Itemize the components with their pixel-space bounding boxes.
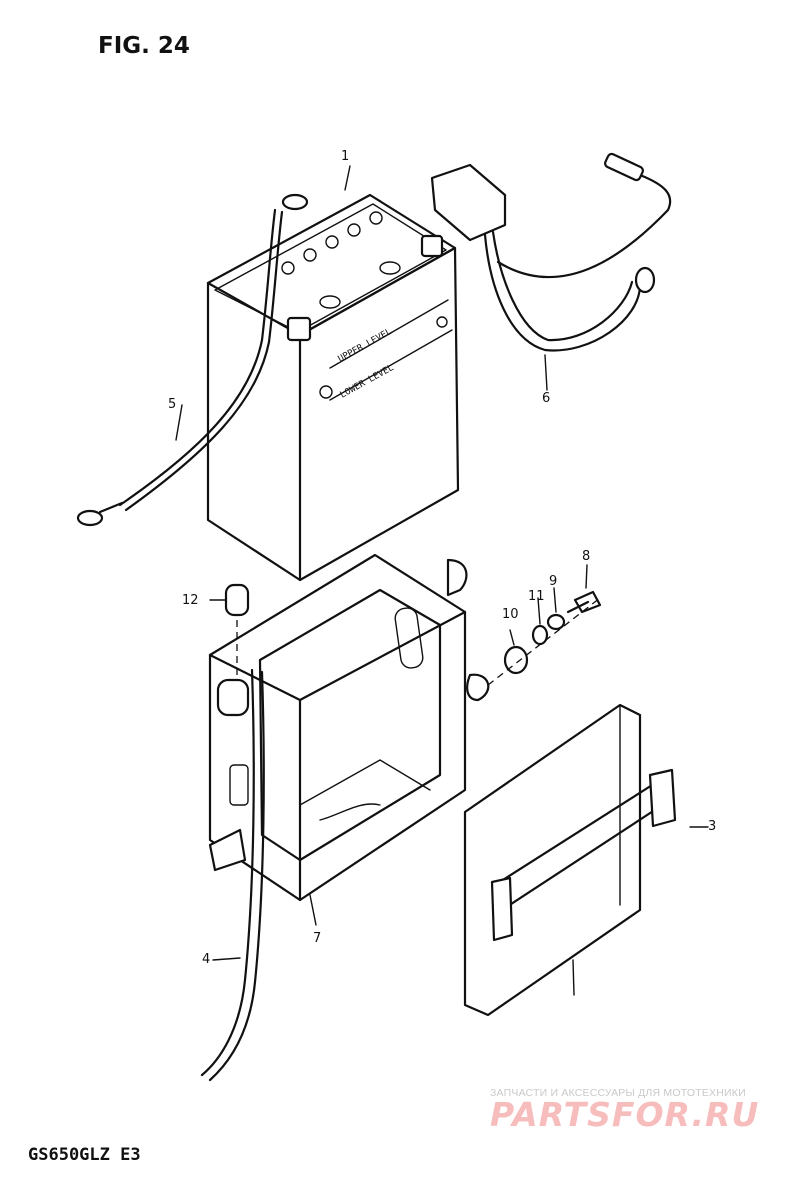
- watermark-logo: PARTSFOR.RU: [490, 1095, 760, 1134]
- callout-12: 12: [182, 593, 199, 608]
- cap-12: [216, 583, 250, 717]
- upper-level-marking: UPPER LEVEL: [337, 327, 394, 365]
- leader-lines: [175, 165, 709, 996]
- breather-hose-4: [200, 668, 265, 1082]
- watermark-tagline: ЗАПЧАСТИ И АКСЕССУАРЫ ДЛЯ МОТОТЕХНИКИ: [490, 1087, 746, 1099]
- callout-6: 6: [542, 391, 551, 406]
- callout-9: 9: [549, 574, 558, 589]
- callout-7: 7: [313, 931, 322, 946]
- lower-level-marking: LOWER LEVEL: [339, 363, 396, 401]
- figure-title: FIG. 24: [98, 33, 190, 59]
- callout-4: 4: [202, 952, 211, 967]
- callout-5: 5: [168, 397, 177, 412]
- battery-cover-3: [463, 703, 677, 1017]
- battery: UPPER LEVEL LOWER LEVEL: [206, 193, 460, 582]
- model-code: GS650GLZ E3: [28, 1145, 141, 1165]
- mounting-hardware: [487, 590, 602, 686]
- callout-8: 8: [582, 549, 591, 564]
- callout-3: 3: [708, 819, 717, 834]
- battery-lead-6: [430, 152, 672, 352]
- battery-case: [208, 553, 490, 902]
- callout-11: 11: [528, 589, 545, 604]
- callout-10: 10: [502, 607, 519, 622]
- battery-lead-5: [76, 193, 309, 527]
- callout-1: 1: [341, 149, 350, 164]
